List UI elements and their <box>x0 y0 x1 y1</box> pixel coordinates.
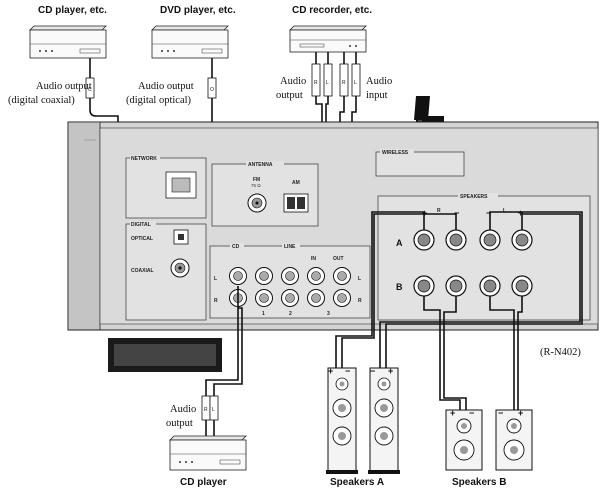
line2-text: 2 <box>289 311 292 317</box>
dvd-player-device <box>151 25 229 59</box>
optical-label-2: (digital optical) <box>126 95 192 106</box>
speaker-a-right <box>368 367 400 474</box>
in-text: IN <box>311 256 316 262</box>
a-plus-right: + <box>518 208 523 218</box>
recorder-plugs: R L R L <box>311 63 361 97</box>
rca-jacks[interactable] <box>229 267 351 307</box>
cd-player-bottom-device <box>169 435 247 471</box>
speaker-l-symbol: L <box>503 208 506 214</box>
antenna-text: ANTENNA <box>248 162 273 168</box>
spk-a-right-plus: + <box>388 366 393 376</box>
out-r-symbol: R <box>358 298 362 304</box>
speaker-terminals[interactable] <box>413 229 533 297</box>
optical-label-1: Audio output <box>138 81 194 92</box>
speakers-text: SPEAKERS <box>460 194 488 200</box>
rec-out-r-letter: R <box>314 80 318 86</box>
cd-player-plugs: R L <box>201 395 219 421</box>
cd-output-label-2: output <box>166 418 193 429</box>
wireless-section: WIRELESS <box>375 149 465 177</box>
cd-player-top-device <box>29 25 107 59</box>
cd-plug-r-letter: R <box>204 407 208 413</box>
rec-in-l-letter: L <box>354 80 357 86</box>
cd-player-bottom-label: CD player <box>180 477 227 488</box>
spk-b-left-minus: − <box>469 408 474 418</box>
line3-text: 3 <box>327 311 330 317</box>
spk-b-right-plus: + <box>518 408 523 418</box>
antenna-section: ANTENNA FM 75 Ω AM <box>211 161 319 227</box>
a-minus-right: − <box>486 208 491 218</box>
spk-a-left-minus: − <box>345 366 350 376</box>
speaker-r-symbol: R <box>437 208 441 214</box>
digital-section: DIGITAL OPTICAL COAXIAL <box>125 221 207 321</box>
digital-text: DIGITAL <box>131 222 151 228</box>
out-l-symbol: L <box>358 276 361 282</box>
speaker-a-left <box>326 367 358 474</box>
cd-player-cables <box>205 286 243 436</box>
recorder-output-label-1: Audio <box>280 76 306 87</box>
line1-text: 1 <box>262 311 265 317</box>
spk-b-left-plus: + <box>450 408 455 418</box>
wireless-text: WIRELESS <box>382 150 409 156</box>
spk-a-left-plus: + <box>328 366 333 376</box>
cd-plug-l-letter: L <box>212 407 215 413</box>
cd-recorder-label: CD recorder, etc. <box>292 5 372 16</box>
spk-a-right-minus: − <box>370 366 375 376</box>
coaxial-label-1: Audio output <box>36 81 92 92</box>
coax-plug: C <box>85 77 95 99</box>
speaker-a-text: A <box>396 238 403 248</box>
model-label: (R-N402) <box>540 347 581 358</box>
network-text: NETWORK <box>131 156 157 162</box>
speaker-b-text: B <box>396 282 403 292</box>
recorder-output-label-2: output <box>276 90 303 101</box>
speaker-b-right <box>495 409 533 471</box>
optical-plug-letter: O <box>210 87 214 93</box>
speaker-b-left <box>445 409 483 471</box>
rec-in-r-letter: R <box>342 80 346 86</box>
speakers-b-label: Speakers B <box>452 477 506 488</box>
out-text: OUT <box>333 256 344 262</box>
optical-plug: O <box>207 77 217 99</box>
recorder-input-label-2: input <box>366 90 388 101</box>
recorder-input-label-1: Audio <box>366 76 392 87</box>
panel-l-symbol: L <box>214 276 217 282</box>
optical-text: OPTICAL <box>131 236 153 242</box>
speakers-a-label: Speakers A <box>330 477 384 488</box>
spk-b-right-minus: − <box>498 408 503 418</box>
a-minus-left: − <box>454 208 459 218</box>
panel-r-symbol: R <box>214 298 218 304</box>
dvd-player-label: DVD player, etc. <box>160 5 236 16</box>
network-section: NETWORK <box>125 155 207 219</box>
cd-output-label-1: Audio <box>170 404 196 415</box>
cd-player-top-label: CD player, etc. <box>38 5 107 16</box>
coax-plug-letter: C <box>88 87 92 93</box>
rec-out-l-letter: L <box>326 80 329 86</box>
fm-ohm-text: 75 Ω <box>251 183 261 188</box>
cd-recorder-device <box>289 25 367 53</box>
cd-text: CD <box>232 244 240 250</box>
analog-input-section: CD LINE IN OUT L R 1 2 3 L R <box>209 243 371 319</box>
coaxial-label-2: (digital coaxial) <box>8 95 75 106</box>
line-text: LINE <box>284 244 296 250</box>
am-text: AM <box>292 180 300 186</box>
fm-text: FM <box>253 177 260 183</box>
coaxial-text: COAXIAL <box>131 268 154 274</box>
speaker-cables <box>335 211 583 410</box>
speakers-section: SPEAKERS A B + − − + R L <box>377 193 591 321</box>
